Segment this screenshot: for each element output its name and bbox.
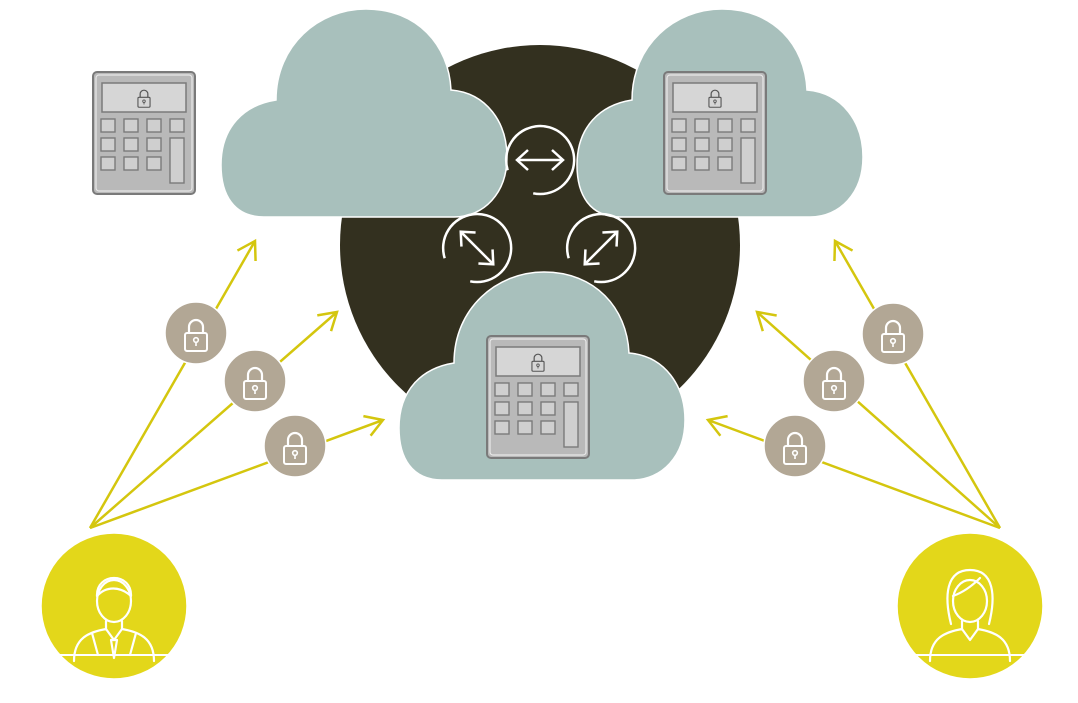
padlock-icon (263, 414, 327, 478)
channel-left-3 (89, 414, 386, 530)
encrypted-channels (88, 238, 1002, 530)
cloud-top-right (576, 8, 864, 218)
sync-diagonal-left-icon (441, 212, 513, 284)
user-female (896, 532, 1044, 680)
secure-hsm-icon (663, 71, 767, 195)
lock-badge-group (164, 301, 925, 478)
sync-diagonal-right-icon (565, 212, 637, 284)
female-user-icon (912, 568, 1030, 663)
channel-right-3 (705, 414, 1001, 530)
user-group (40, 532, 1044, 680)
channel-left-2 (89, 310, 339, 529)
user-male (40, 532, 188, 680)
sync-horizontal-icon (504, 124, 576, 196)
secure-hsm-icon (486, 335, 590, 459)
channel-right-2 (755, 310, 1001, 529)
sync-group (441, 124, 637, 284)
padlock-icon (861, 302, 925, 366)
padlock-icon (763, 414, 827, 478)
cloud-top-left (92, 8, 508, 218)
channel-right-1 (833, 238, 1002, 529)
cloud-group (92, 8, 864, 481)
channel-left-1 (88, 238, 257, 529)
cloud-bottom-center (398, 271, 686, 481)
padlock-icon (223, 349, 287, 413)
male-user-icon (56, 576, 174, 663)
secure-hsm-icon (92, 71, 196, 195)
padlock-icon (164, 301, 228, 365)
padlock-icon (802, 349, 866, 413)
